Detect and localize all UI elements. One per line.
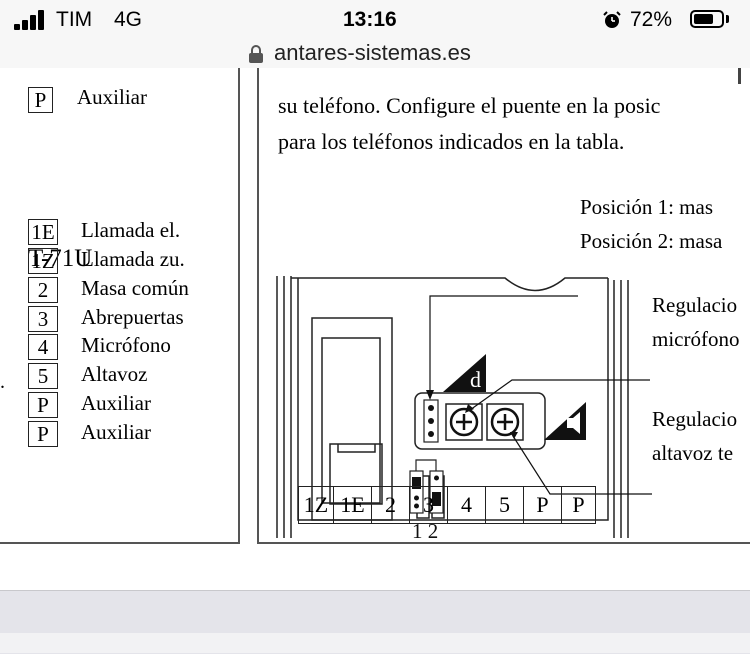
battery-tip-icon <box>726 15 729 23</box>
pin-label: Auxiliar <box>77 85 147 109</box>
speaker-symbol-icon <box>544 402 586 440</box>
carrier-name: TIM <box>56 8 93 31</box>
position-2-label: Posición 2: masa <box>580 229 723 253</box>
model-title: T-71U <box>28 245 93 272</box>
network-type: 4G <box>114 8 143 31</box>
pin-code: 1E <box>28 219 58 245</box>
terminal-cell: P <box>524 486 562 524</box>
terminal-cell: 1E <box>334 486 372 524</box>
mic-regulation-label-2: micrófono <box>652 327 740 351</box>
pin-code: P <box>28 421 58 447</box>
svg-text:d: d <box>470 367 481 392</box>
pin-label: Llamada zu. <box>81 247 185 271</box>
handset-cradle <box>311 317 393 521</box>
clock: 13:16 <box>343 8 397 31</box>
microphone-symbol-icon: d <box>443 354 486 392</box>
terminal-cell: P <box>562 486 596 524</box>
pin-label: Llamada el. <box>81 218 181 242</box>
top-right-border-fragment <box>738 68 741 84</box>
pin-code: 5 <box>28 363 58 389</box>
terminal-cell: 3 <box>410 486 448 524</box>
left-panel-bottom-border <box>0 542 240 544</box>
paragraph-line-1: su teléfono. Configure el puente en la p… <box>278 93 661 118</box>
paragraph-line-2: para los teléfonos indicados en la tabla… <box>278 129 625 154</box>
pin-code: 2 <box>28 277 58 303</box>
url-text[interactable]: antares-sistemas.es <box>274 40 471 65</box>
signal-strength-icon <box>14 10 48 30</box>
terminal-cell: 1Z <box>298 486 334 524</box>
right-panel-border <box>257 68 259 543</box>
address-bar[interactable]: antares-sistemas.es <box>0 40 750 68</box>
edge-mark: . <box>0 371 5 393</box>
pin-label: Masa común <box>81 276 189 300</box>
battery-icon <box>690 10 724 28</box>
alarm-clock-icon <box>603 11 621 28</box>
pin-label: Auxiliar <box>81 391 151 415</box>
right-panel-bottom-border <box>257 542 750 544</box>
lock-icon <box>249 45 263 63</box>
speaker-regulation-label-2: altavoz te <box>652 441 734 465</box>
terminal-cell: 2 <box>372 486 410 524</box>
mic-regulation-label-1: Regulacio <box>652 293 738 317</box>
pin-label: Auxiliar <box>81 420 151 444</box>
wiring-diagram: d 1 2 <box>276 276 652 543</box>
toolbar-bottom <box>0 633 750 653</box>
pin-code: 3 <box>28 306 58 332</box>
page-gap <box>0 578 750 590</box>
speaker-regulation-label-1: Regulacio <box>652 407 738 431</box>
pin-code: P <box>28 87 53 113</box>
terminal-cell: 5 <box>486 486 524 524</box>
pin-code: 1Z <box>28 248 58 274</box>
pin-label: Abrepuertas <box>81 305 184 329</box>
pin-code: 4 <box>28 334 58 360</box>
left-panel-border <box>238 68 240 543</box>
battery-percentage: 72% <box>630 8 673 31</box>
position-1-label: Posición 1: mas <box>580 195 714 219</box>
document-viewport[interactable]: P Auxiliar T-71U 1E Llamada el. 1Z Llamada … <box>0 68 750 578</box>
pin-label: Altavoz <box>81 362 148 386</box>
terminal-cell: 4 <box>448 486 486 524</box>
pin-label: Micrófono <box>81 333 171 357</box>
pin-code: P <box>28 392 58 418</box>
status-bar: TIM 4G 13:16 72% <box>0 0 750 40</box>
